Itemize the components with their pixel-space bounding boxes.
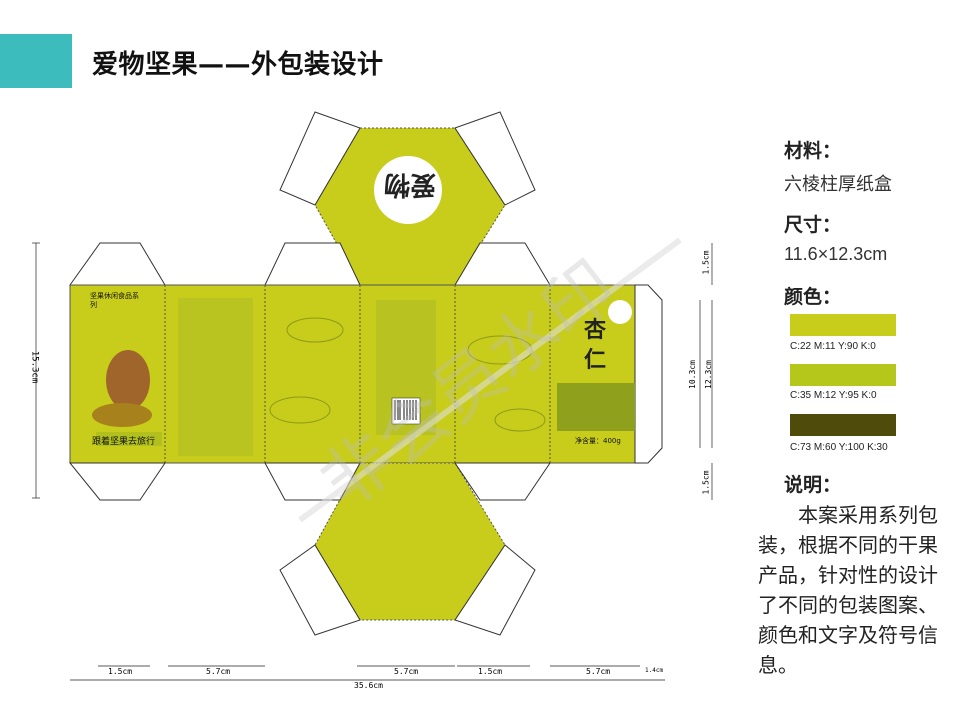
material-value: 六棱柱厚纸盒 <box>784 174 892 195</box>
bottom-left-flap <box>279 544 361 636</box>
color-swatch-1-label: C:22 M:11 Y:90 K:0 <box>790 341 876 352</box>
barcode <box>391 397 421 425</box>
flap-top-1 <box>69 242 166 286</box>
info-panel <box>178 298 253 456</box>
packaging-dieline <box>32 111 713 681</box>
almond-mascot <box>106 350 150 410</box>
logo-circle-side <box>608 300 632 324</box>
color-swatch-3-label: C:73 M:60 Y:100 K:30 <box>790 442 888 453</box>
mascot-slogan: 跟着坚果去旅行 <box>92 437 156 447</box>
bottom-right-flap <box>454 544 536 636</box>
dim-seg-1: 1.5cm <box>108 667 133 676</box>
series-label: 坚果休闲食品系列 <box>90 292 139 309</box>
product-desc-box <box>557 383 635 431</box>
dim-seg-6: 1.4cm <box>645 667 664 674</box>
flap-bottom-1 <box>68 462 166 501</box>
dim-seg-3: 5.7cm <box>394 667 419 676</box>
note-text: 本案采用系列包装，根据不同的干果产品，针对性的设计了不同的包装图案、颜色和文字及… <box>758 503 938 677</box>
product-name: 杏仁 <box>584 317 607 373</box>
dim-total-width: 35.6cm <box>354 681 383 690</box>
material-label: 材料： <box>784 140 842 162</box>
size-label: 尺寸： <box>784 214 842 236</box>
flap-bottom-3 <box>454 462 551 501</box>
logo-text: 爱物 <box>384 169 437 199</box>
size-value: 11.6×12.3cm <box>784 244 888 264</box>
color-swatch-2-label: C:35 M:12 Y:95 K:0 <box>790 390 877 401</box>
color-swatch-2 <box>790 364 896 386</box>
dim-seg-2: 5.7cm <box>206 667 231 676</box>
net-weight: 净含量：400g <box>575 437 621 445</box>
dim-seg-4: 1.5cm <box>478 667 503 676</box>
dim-flap-top: 1.5cm <box>701 250 711 275</box>
glue-tab <box>634 284 663 464</box>
color-swatch-3 <box>790 414 896 436</box>
dim-side-height: 12.3cm <box>703 360 713 389</box>
dim-total-height: 15.3cm <box>29 350 40 384</box>
color-swatch-1 <box>790 314 896 336</box>
dim-seg-5: 5.7cm <box>586 667 611 676</box>
note-label: 说明： <box>784 474 842 496</box>
top-left-flap <box>279 111 361 206</box>
main-band <box>69 284 636 464</box>
page-title: 爱物坚果——外包装设计 <box>92 50 384 80</box>
dim-flap-bottom: 1.5cm <box>701 470 711 495</box>
top-right-flap <box>454 111 536 206</box>
title-accent-bar <box>0 34 72 88</box>
dim-inner-height: 10.3cm <box>687 360 697 389</box>
color-label: 颜色： <box>784 286 842 308</box>
logo-circle-top <box>374 156 442 224</box>
